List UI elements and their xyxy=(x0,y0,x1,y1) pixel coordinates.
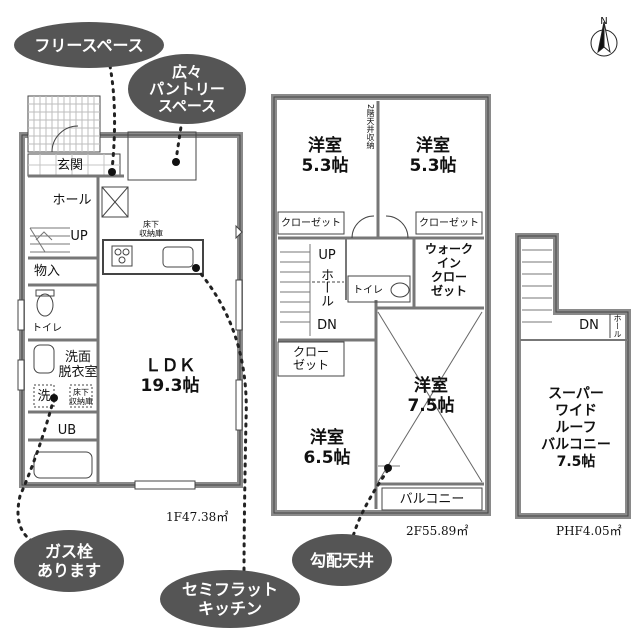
stove xyxy=(111,245,133,267)
washroom-label: 洗面 脱衣室 xyxy=(58,350,98,380)
front-door-swing xyxy=(51,125,79,153)
yoshitsu-nw-label: 洋室 5.3帖 xyxy=(301,136,349,176)
washer-label: 洗 xyxy=(37,389,51,404)
washer xyxy=(33,384,55,408)
sink xyxy=(162,246,194,268)
pantry-space xyxy=(127,131,197,181)
leader-gas xyxy=(16,396,56,550)
genkan-label: 玄関 xyxy=(56,158,83,173)
toilet-2f-label: トイレ xyxy=(353,285,383,296)
compass-north: N xyxy=(600,16,608,27)
closet-ne-label: クローゼット xyxy=(419,218,479,229)
bathtub xyxy=(33,451,93,479)
leader-dots xyxy=(50,158,392,472)
unit-bath-label: UB xyxy=(57,423,77,438)
toilet-1f-label: トイレ xyxy=(32,323,62,334)
stairs-2f xyxy=(280,244,311,336)
gas-tap-bubble: ガス栓 あります xyxy=(14,530,124,592)
semi-flat-kitchen-bubble: セミフラット キッチン xyxy=(160,570,300,628)
yoshitsu-sw-label: 洋室 6.5帖 xyxy=(303,428,351,468)
floor-storage-1-label: 床下 収納庫 xyxy=(139,220,163,238)
leader-free-space xyxy=(108,64,117,172)
leader-pantry xyxy=(174,118,184,162)
stairs-dn-ph: DN xyxy=(579,318,599,333)
yoshitsu-ne-label: 洋室 5.3帖 xyxy=(409,136,457,176)
kitchen-counter xyxy=(102,239,204,275)
fridge xyxy=(101,186,129,218)
pantry-bubble: 広々 パントリー スペース xyxy=(128,54,246,124)
free-space-bubble: フリースペース xyxy=(14,22,164,68)
closet-nw-label: クローゼット xyxy=(281,218,341,229)
ceiling-storage-label: 2階天井収納 xyxy=(366,104,375,150)
leader-slope xyxy=(350,468,390,542)
stairs-up-2f: UP xyxy=(318,248,336,263)
stairs-1f xyxy=(29,227,70,253)
area-1f: 1F47.38㎡ xyxy=(166,510,229,524)
floor-storage-2-label: 床下 収納庫 xyxy=(69,388,93,406)
floor-2f xyxy=(271,94,491,516)
roof-balcony-label: スーパー ワイド ルーフ バルコニー 7.5帖 xyxy=(541,386,611,470)
floor-1f xyxy=(17,95,243,490)
balcony-label: バルコニー xyxy=(399,492,465,507)
stairs-up-1f: UP xyxy=(70,229,88,244)
yoshitsu-se-label: 洋室 7.5帖 xyxy=(407,376,455,416)
porch-hatch xyxy=(28,96,100,152)
hall-ph-label: ホール xyxy=(613,314,622,338)
toilet-1f-bowl xyxy=(36,293,54,317)
stairs-dn-2f: DN xyxy=(317,318,337,333)
floor-ph xyxy=(515,233,631,519)
slope-ceiling-bubble: 勾配天井 xyxy=(292,534,392,586)
area-2f: 2F55.89㎡ xyxy=(406,524,469,538)
compass-icon xyxy=(590,21,618,57)
leader-kitchen xyxy=(194,266,248,578)
area-ph: PHF4.05㎡ xyxy=(556,524,622,538)
hall-1f-label: ホール xyxy=(52,193,92,208)
outer-wall-ph xyxy=(515,233,631,519)
ldk-label: ＬＤＫ 19.3帖 xyxy=(140,356,200,396)
storage-label: 物入 xyxy=(33,264,60,279)
hall-2f-label: ホール xyxy=(318,268,333,307)
closet-sw-label: クロー ゼット xyxy=(292,345,329,372)
walk-in-closet-label: ウォーク イン クロー ゼット xyxy=(424,242,473,298)
stairs-ph xyxy=(522,249,552,323)
wash-basin xyxy=(33,344,55,374)
